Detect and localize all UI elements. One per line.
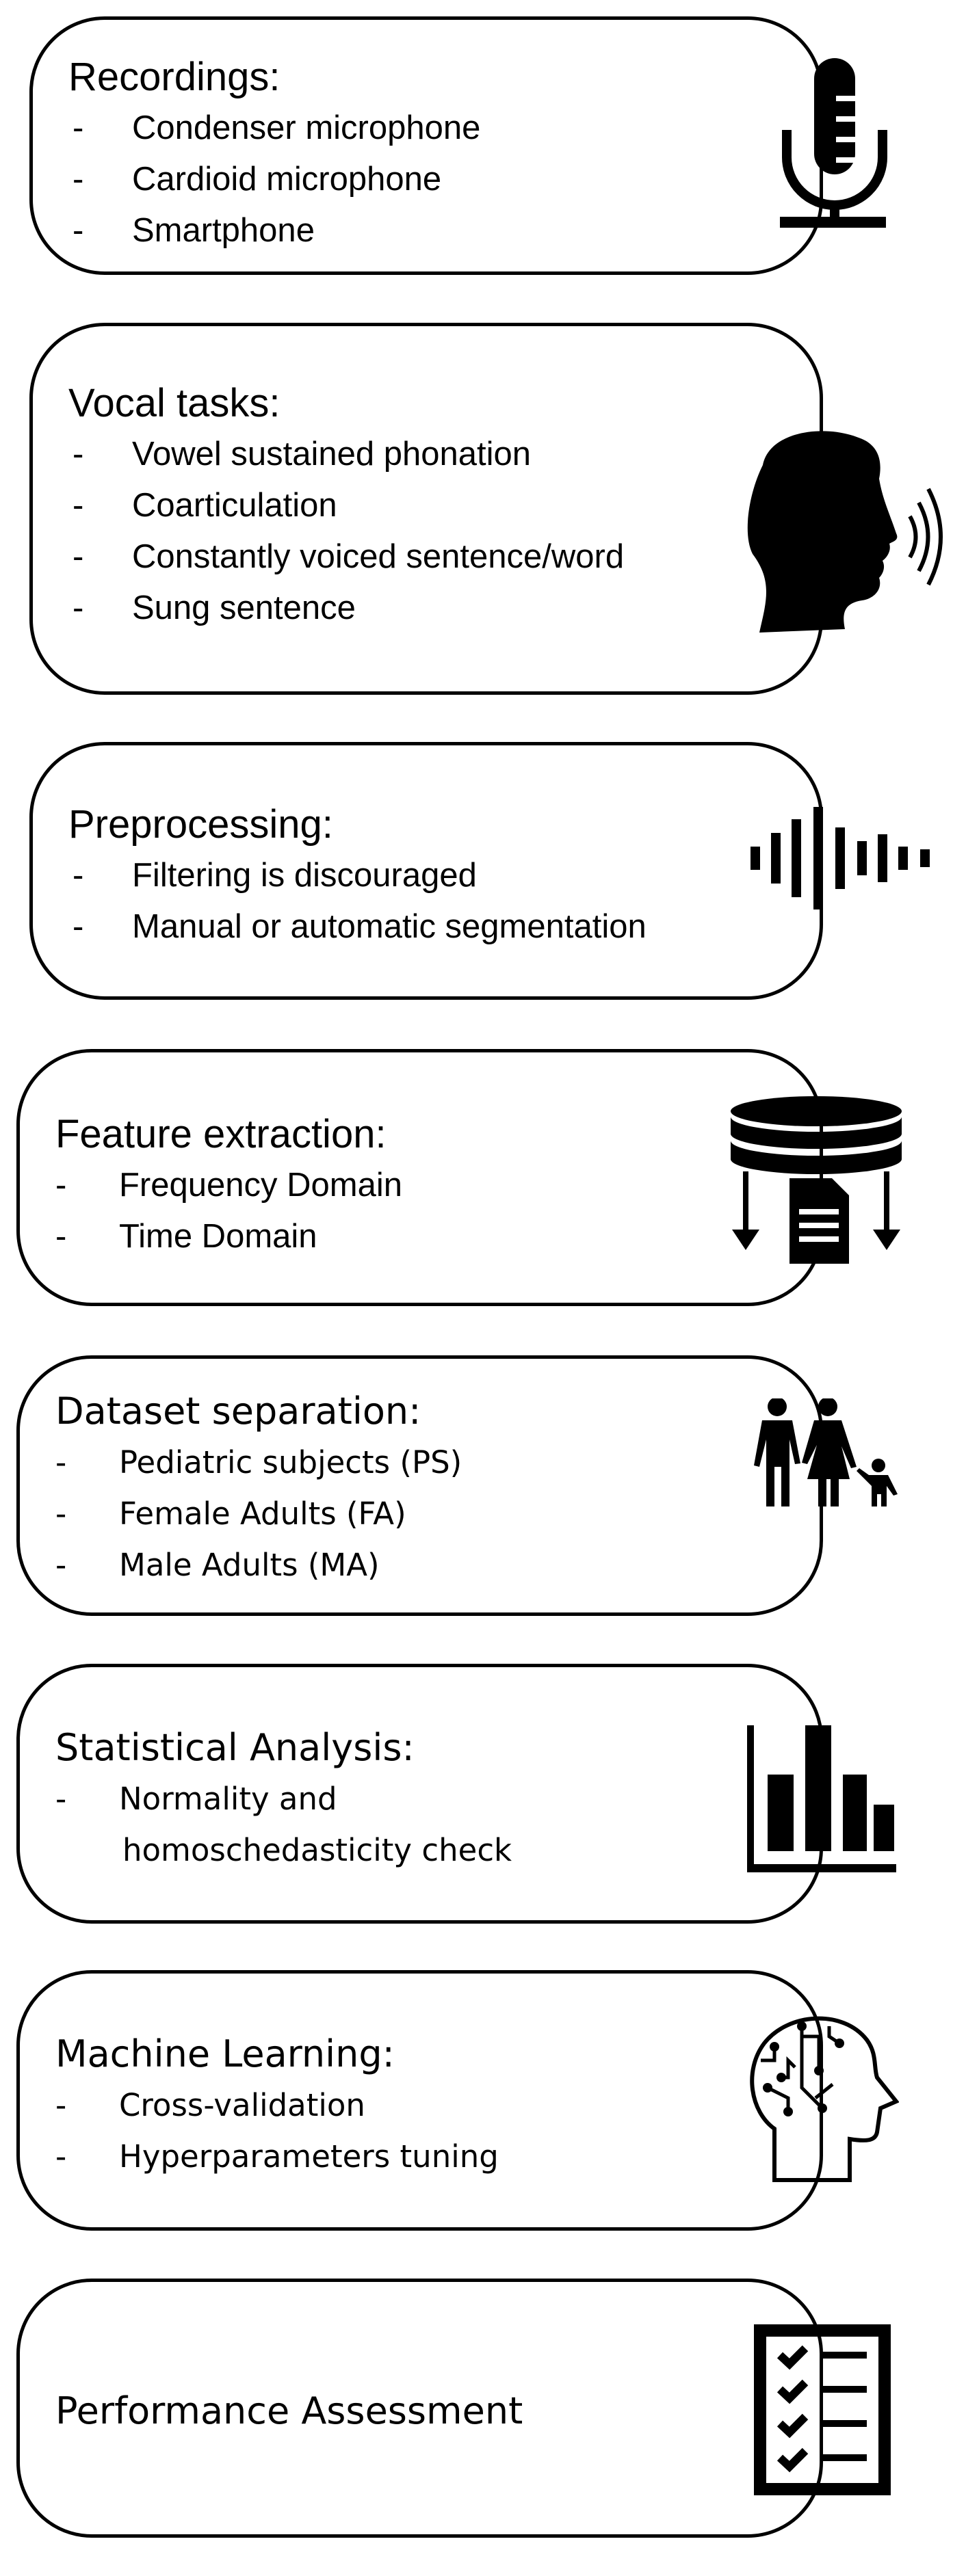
list-item: - Manual or automatic segmentation bbox=[33, 901, 820, 953]
speaking-head-icon bbox=[747, 431, 943, 633]
bullet: - bbox=[73, 436, 84, 473]
list-item: - Normality and bbox=[20, 1773, 820, 1824]
item-text: Filtering is discouraged bbox=[132, 857, 477, 894]
item-text: Manual or automatic segmentation bbox=[132, 908, 647, 945]
step-title: Feature extraction: bbox=[55, 1112, 387, 1156]
bullet: - bbox=[73, 538, 84, 575]
step-title: Machine Learning: bbox=[55, 2032, 395, 2075]
step-title: Statistical Analysis: bbox=[55, 1726, 415, 1769]
checklist-icon bbox=[754, 2324, 891, 2495]
list-item: - Cardioid microphone bbox=[33, 154, 820, 205]
bullet: - bbox=[55, 1444, 67, 1480]
step-recordings: Recordings: - Condenser microphone - Cardi… bbox=[29, 16, 823, 275]
item-text: homoschedasticity check bbox=[122, 1832, 512, 1868]
step-title: Performance Assessment bbox=[55, 2389, 523, 2432]
item-text: Sung sentence bbox=[132, 589, 356, 626]
bullet: - bbox=[55, 2087, 67, 2123]
microphone-icon bbox=[780, 58, 887, 228]
item-text: Coarticulation bbox=[132, 487, 337, 524]
item-text: Normality and bbox=[119, 1781, 337, 1817]
step-machine-learning: Machine Learning: - Cross-validation - Hyp… bbox=[16, 1970, 823, 2231]
list-item: - Female Adults (FA) bbox=[20, 1488, 820, 1539]
step-vocal-tasks: Vocal tasks: -Vowel sustained phonation … bbox=[29, 323, 823, 695]
bullet: - bbox=[73, 109, 84, 146]
bullet: - bbox=[73, 589, 84, 626]
list-item: - Coarticulation bbox=[33, 480, 820, 531]
item-text: Vowel sustained phonation bbox=[132, 436, 531, 473]
list-item: - Sung sentence bbox=[33, 583, 820, 634]
step-feature-extraction: Feature extraction: - Frequency Domain - T… bbox=[16, 1049, 823, 1306]
step-title: Vocal tasks: bbox=[68, 381, 280, 425]
list-item: - Pediatric subjects (PS) bbox=[20, 1437, 820, 1488]
item-text: Time Domain bbox=[119, 1218, 317, 1255]
list-item: - Time Domain bbox=[20, 1211, 820, 1262]
list-item: - Male Adults (MA) bbox=[20, 1539, 820, 1591]
list-item: - Hyperparameters tuning bbox=[20, 2131, 820, 2182]
bar-chart-icon bbox=[747, 1725, 896, 1872]
item-text: Male Adults (MA) bbox=[119, 1547, 380, 1583]
ai-brain-icon bbox=[750, 2016, 899, 2182]
bullet: - bbox=[55, 1547, 67, 1583]
item-text: Female Adults (FA) bbox=[119, 1496, 406, 1532]
item-text: Cross-validation bbox=[119, 2087, 365, 2123]
bullet: - bbox=[73, 212, 84, 249]
waveform-icon bbox=[750, 807, 930, 909]
step-dataset-separation: Dataset separation: - Pediatric subjects … bbox=[16, 1355, 823, 1616]
step-preprocessing: Preprocessing: - Filtering is discouraged… bbox=[29, 742, 823, 1000]
step-title: Recordings: bbox=[68, 55, 280, 99]
bullet: - bbox=[55, 1781, 67, 1817]
step-performance-assessment: Performance Assessment bbox=[16, 2279, 823, 2538]
bullet: - bbox=[73, 161, 84, 198]
bullet: - bbox=[55, 2138, 67, 2175]
list-item: - Vowel sustained phonation bbox=[33, 429, 820, 480]
bullet: - bbox=[73, 487, 84, 524]
item-text: Cardioid microphone bbox=[132, 161, 442, 198]
bullet: - bbox=[55, 1496, 67, 1532]
item-text: Hyperparameters tuning bbox=[119, 2138, 499, 2175]
bullet: - bbox=[73, 908, 84, 945]
list-item: - Cross-validation bbox=[20, 2080, 820, 2131]
item-text: Frequency Domain bbox=[119, 1167, 402, 1204]
database-extract-icon bbox=[731, 1096, 902, 1264]
step-statistical-analysis: Statistical Analysis: - Normality and hom… bbox=[16, 1664, 823, 1924]
item-text: Smartphone bbox=[132, 212, 315, 249]
step-title: Dataset separation: bbox=[55, 1390, 421, 1433]
item-text: Constantly voiced sentence/word bbox=[132, 538, 625, 575]
family-icon bbox=[754, 1398, 898, 1506]
step-title: Preprocessing: bbox=[68, 802, 333, 847]
item-text: Pediatric subjects (PS) bbox=[119, 1444, 462, 1480]
item-text: Condenser microphone bbox=[132, 109, 481, 146]
list-item: - Frequency Domain bbox=[20, 1160, 820, 1211]
list-item-continuation: homoschedasticity check bbox=[20, 1824, 820, 1876]
bullet: - bbox=[73, 857, 84, 894]
list-item: - Smartphone bbox=[33, 205, 820, 256]
list-item: - Constantly voiced sentence/word bbox=[33, 531, 820, 583]
bullet: - bbox=[55, 1167, 67, 1204]
list-item: - Filtering is discouraged bbox=[33, 850, 820, 901]
list-item: - Condenser microphone bbox=[33, 103, 820, 154]
bullet: - bbox=[55, 1218, 67, 1255]
